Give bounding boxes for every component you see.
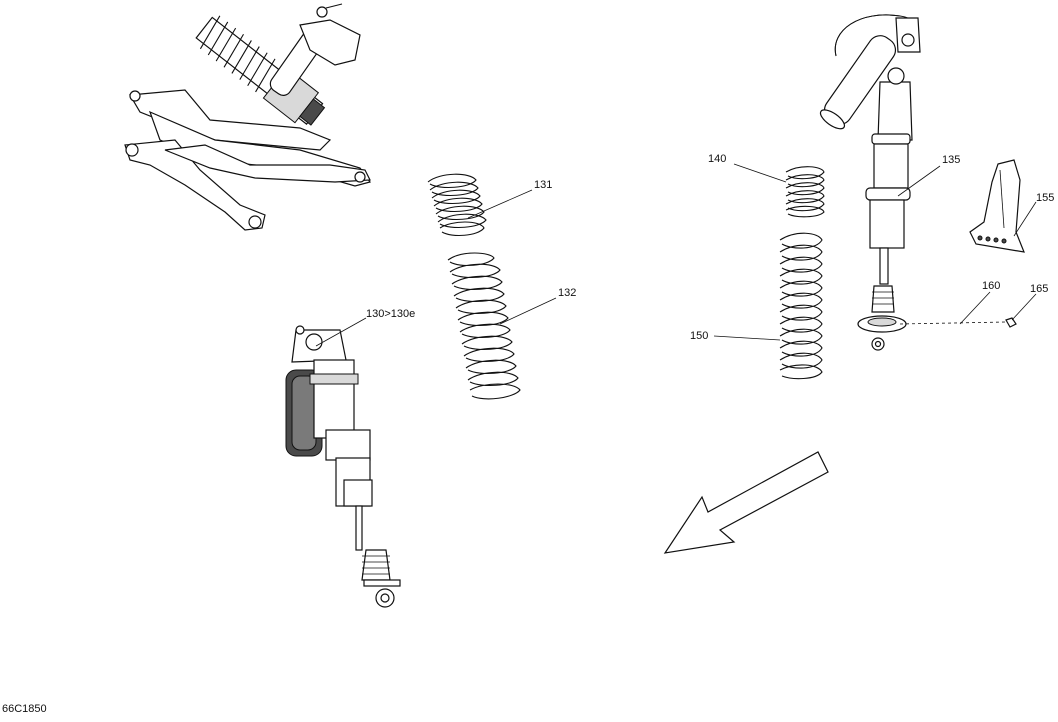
shock-absorber-135 xyxy=(819,14,921,351)
spring-131 xyxy=(427,173,487,237)
fastener-165 xyxy=(1005,317,1017,328)
callout-155: 155 xyxy=(1036,192,1054,204)
spring-150 xyxy=(779,232,823,380)
callout-labels: 130>130e 131 132 135 140 150 155 160 165… xyxy=(2,153,1054,715)
suspension-assembly xyxy=(124,3,371,231)
callout-135: 135 xyxy=(942,154,960,166)
callout-165: 165 xyxy=(1030,283,1048,295)
callout-132: 132 xyxy=(558,287,576,299)
shock-absorber-130 xyxy=(285,325,401,608)
protector-155 xyxy=(969,159,1025,253)
callout-140: 140 xyxy=(708,153,726,165)
callout-130: 130>130e xyxy=(366,308,415,320)
drawing-code: 66C1850 xyxy=(2,703,47,715)
leader-lines xyxy=(315,163,1037,347)
spring-140 xyxy=(785,166,825,218)
front-direction-arrow xyxy=(663,451,829,554)
spring-132 xyxy=(447,252,521,400)
callout-131: 131 xyxy=(534,179,552,191)
callout-150: 150 xyxy=(690,330,708,342)
callout-160: 160 xyxy=(982,280,1000,292)
